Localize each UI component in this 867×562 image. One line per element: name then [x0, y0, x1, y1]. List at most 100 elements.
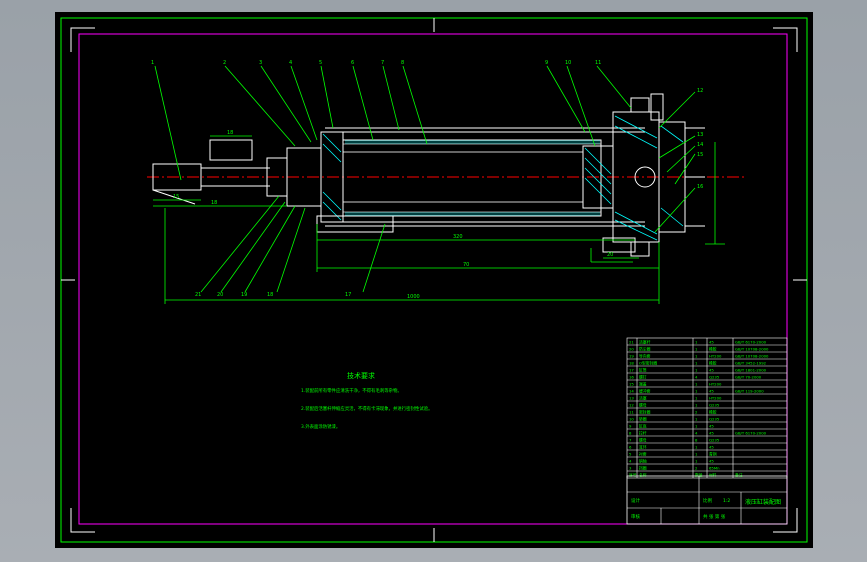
technical-notes: 技术要求 1.装配前所有零件应清洗干净，不得有毛刺等杂物。 2.装配后活塞杆伸缩…: [301, 371, 433, 430]
parts-table-cell: HT200: [709, 381, 722, 386]
parts-table-cell: 11: [629, 409, 634, 414]
balloon-17: 17: [345, 292, 351, 298]
balloon-21: 21: [195, 292, 201, 298]
parts-table-cell: GB/T 3452-1992: [735, 360, 767, 365]
dimension-lines: [153, 135, 725, 304]
parts-table-cell: 9: [629, 423, 632, 428]
balloon-18: 18: [267, 292, 273, 298]
parts-table-cell: 1: [695, 346, 698, 351]
balloon-14: 14: [697, 142, 703, 148]
parts-table-cell: 45: [709, 458, 714, 463]
notes-line-2: 2.装配后活塞杆伸缩应灵活，不得有卡滞现象，并进行密封性试验。: [301, 405, 433, 412]
parts-table-cell: 16: [629, 374, 634, 379]
parts-table-header-cell: 材料: [709, 472, 717, 477]
parts-table-header-cell: 备注: [735, 472, 743, 477]
parts-table-cell: 1: [695, 458, 698, 463]
parts-table-cell: 14: [629, 388, 634, 393]
parts-table-cell: 螺母: [639, 402, 647, 407]
leader-lines: [154, 65, 696, 293]
parts-table-cell: 1: [695, 395, 698, 400]
balloon-6: 6: [351, 60, 354, 66]
parts-table-cell: GB/T 6170-2000: [735, 339, 767, 344]
parts-table-cell: 橡胶: [709, 409, 717, 414]
label-design: 设计: [631, 497, 640, 504]
parts-table-cell: GB/T 119-2000: [735, 388, 764, 393]
parts-table-cell: GB/T 10708-2000: [735, 346, 769, 351]
parts-table-cell: 橡胶: [709, 346, 717, 351]
parts-table-cell: 15: [629, 381, 634, 386]
parts-table-cell: 20: [629, 346, 634, 351]
parts-table-cell: Q235: [709, 374, 720, 379]
cylinder-assembly: [147, 93, 745, 257]
parts-table-cell: 1: [695, 416, 698, 421]
parts-table-cell: 缸筒: [639, 367, 647, 372]
parts-table-cell: 45: [709, 430, 714, 435]
balloon-11: 11: [595, 60, 601, 66]
parts-table-cell: 耳环: [639, 444, 647, 449]
dim-d1: 18: [227, 130, 233, 136]
parts-table-header-cell: 序号: [629, 472, 637, 477]
assembly-drawing: 1 2 3 4 5 6 7 8 9 10 11 12 13 14 15 16 1…: [60, 17, 808, 543]
parts-table-cell: 12: [629, 402, 634, 407]
parts-table-cell: 活塞杆: [639, 339, 651, 344]
parts-table-cell: 45: [709, 388, 714, 393]
balloon-1: 1: [151, 60, 154, 66]
balloon-13: 13: [697, 132, 703, 138]
parts-table-cell: 螺钉: [639, 374, 647, 379]
dim-d5: 70: [463, 262, 469, 268]
parts-table-cell: 密封圈: [639, 409, 651, 414]
parts-table-cell: 挡圈: [639, 465, 647, 470]
parts-table-cell: HT200: [709, 395, 722, 400]
corner-marks: [61, 18, 807, 542]
parts-table-cell: GB/T 1801-2000: [735, 367, 767, 372]
balloon-19: 19: [241, 292, 247, 298]
label-scale: 比例: [703, 497, 712, 504]
parts-table-cell: HT200: [709, 353, 722, 358]
balloon-3: 3: [259, 60, 262, 66]
parts-table-cell: 1: [695, 388, 698, 393]
parts-table-cell: 13: [629, 395, 634, 400]
balloon-5: 5: [319, 60, 322, 66]
dim-d7: 20: [607, 252, 613, 258]
balloon-4: 4: [289, 60, 292, 66]
dim-d6: 1000: [407, 294, 420, 300]
label-sheet: 共 张 第 张: [703, 513, 726, 520]
dim-d4: 320: [453, 234, 463, 240]
parts-table-cell: 活塞: [639, 395, 647, 400]
parts-table-cell: 导向套: [639, 353, 651, 358]
label-check: 审核: [631, 513, 640, 520]
parts-table-header-cell: 数量: [695, 472, 703, 477]
parts-table-cell: 10: [629, 416, 634, 421]
parts-table-cell: 45: [709, 367, 714, 372]
parts-table-cell: 垫圈: [639, 416, 647, 421]
balloon-15: 15: [697, 152, 703, 158]
scale-value: 1:2: [723, 498, 730, 504]
parts-table-cell: 青铜: [709, 451, 717, 456]
notes-line-1: 1.装配前所有零件应清洗干净，不得有毛刺等杂物。: [301, 387, 402, 394]
parts-table-cell: 4: [629, 458, 632, 463]
balloon-20: 20: [217, 292, 223, 298]
parts-table-cell: 1: [695, 423, 698, 428]
parts-table-cell: 7: [629, 437, 632, 442]
parts-table-cell: 8: [629, 430, 632, 435]
parts-table-cell: 2: [695, 465, 698, 470]
parts-table-cell: 18: [629, 360, 634, 365]
parts-table-cell: GB/T 6170-2000: [735, 430, 767, 435]
parts-table-cell: 17: [629, 367, 634, 372]
parts-table-cell: 65Mn: [709, 465, 720, 470]
inner-frame: [78, 33, 788, 525]
parts-table-cell: 19: [629, 353, 634, 358]
parts-table-cell: 21: [629, 339, 634, 344]
parts-table-cell: 6: [629, 444, 632, 449]
parts-table-cell: 1: [695, 353, 698, 358]
balloon-7: 7: [381, 60, 384, 66]
parts-table-cell: 1: [695, 339, 698, 344]
cylinder-barrel: [342, 139, 602, 217]
parts-table-cell: 1: [695, 360, 698, 365]
parts-table-cell: 4: [695, 430, 698, 435]
balloon-8: 8: [401, 60, 404, 66]
parts-table-cell: 5: [629, 451, 632, 456]
dimension-texts: 18 15 18 320 70 1000 20: [173, 130, 613, 300]
